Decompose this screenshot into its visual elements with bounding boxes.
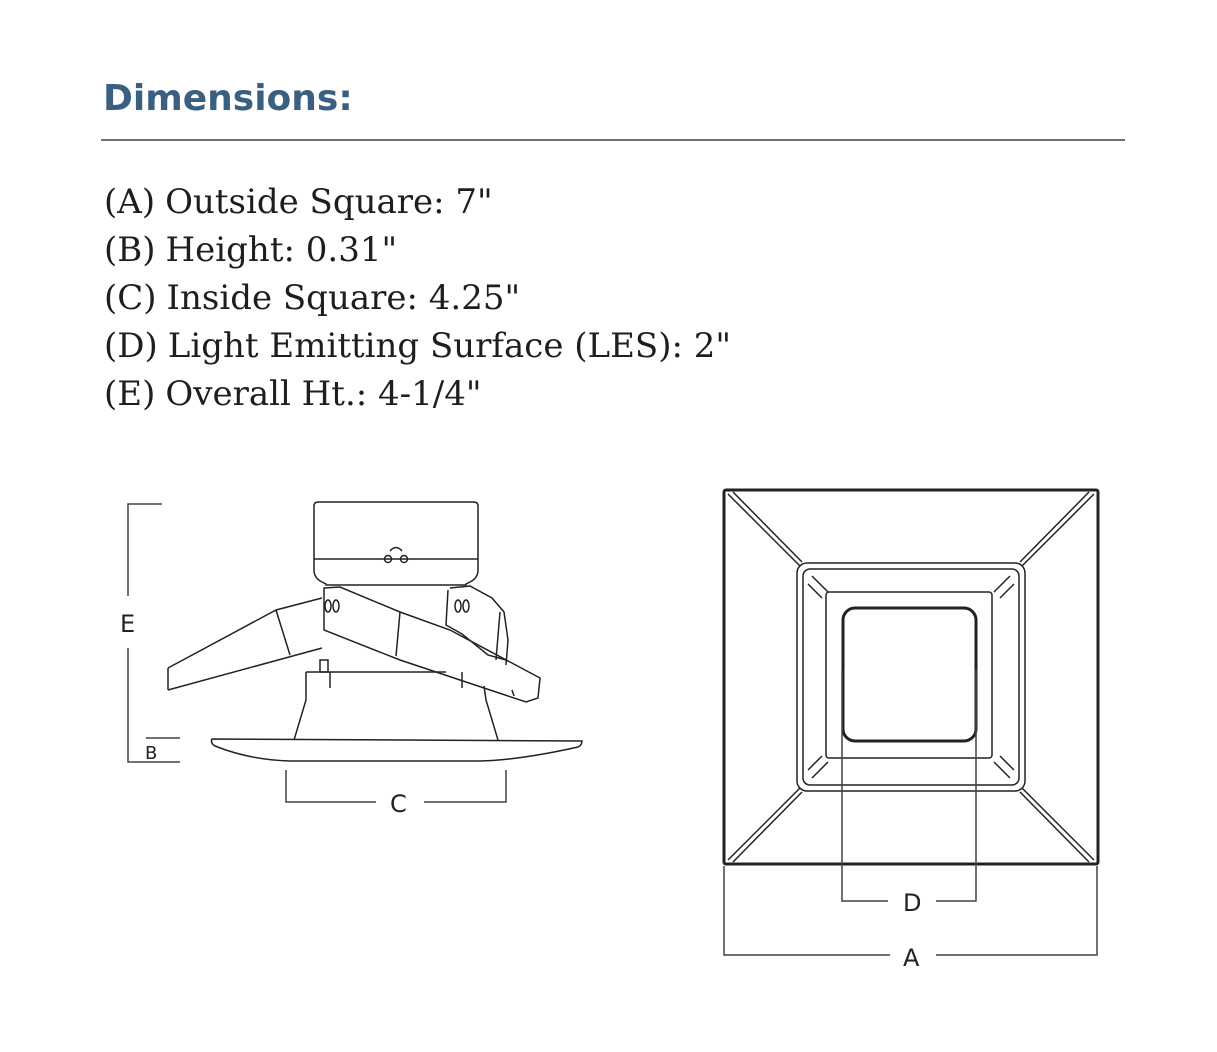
les-square	[841, 606, 978, 743]
spec-label: Light Emitting Surface (LES): 2"	[167, 326, 732, 366]
spec-label: Height: 0.31"	[165, 230, 398, 270]
dimension-e-bracket	[127, 503, 180, 763]
inner-collar-outer	[796, 562, 1026, 792]
spec-key: (C)	[104, 278, 157, 318]
page-title: Dimensions:	[103, 78, 353, 119]
middle-spring-clip	[323, 586, 541, 703]
inner-collar-inner	[802, 568, 1020, 786]
dimension-d	[841, 670, 977, 902]
spec-label: Inside Square: 4.25"	[166, 278, 521, 318]
spec-height: (B)Height: 0.31"	[104, 226, 741, 274]
spec-inside-square: (C)Inside Square: 4.25"	[104, 274, 741, 322]
reflector-square	[825, 591, 993, 759]
right-spring-clip	[445, 585, 515, 697]
dimension-list: (A)Outside Square: 7" (B)Height: 0.31" (…	[104, 178, 741, 418]
dimension-a	[723, 866, 1098, 956]
reflector-body	[293, 659, 499, 741]
spec-key: (B)	[104, 230, 156, 270]
spec-les: (D)Light Emitting Surface (LES): 2"	[104, 322, 741, 370]
spec-key: (E)	[104, 374, 156, 414]
spec-label: Overall Ht.: 4-1/4"	[165, 374, 482, 414]
left-spring-clip	[167, 597, 323, 691]
label-b: B	[145, 743, 157, 764]
label-c: C	[390, 790, 407, 818]
spec-key: (D)	[104, 326, 158, 366]
dimension-c	[285, 770, 507, 803]
trim-flange	[210, 738, 583, 762]
corner-bevels	[727, 491, 1095, 863]
inner-corner-ticks	[807, 575, 1015, 779]
spec-label: Outside Square: 7"	[165, 182, 493, 222]
label-d: D	[903, 889, 921, 917]
driver-box	[313, 501, 479, 586]
spec-key: (A)	[104, 182, 156, 222]
title-divider	[101, 139, 1125, 141]
label-e: E	[120, 610, 135, 638]
spec-outside-square: (A)Outside Square: 7"	[104, 178, 741, 226]
outer-trim-square	[722, 488, 1100, 866]
label-a: A	[903, 944, 920, 972]
spec-overall-height: (E)Overall Ht.: 4-1/4"	[104, 370, 741, 418]
